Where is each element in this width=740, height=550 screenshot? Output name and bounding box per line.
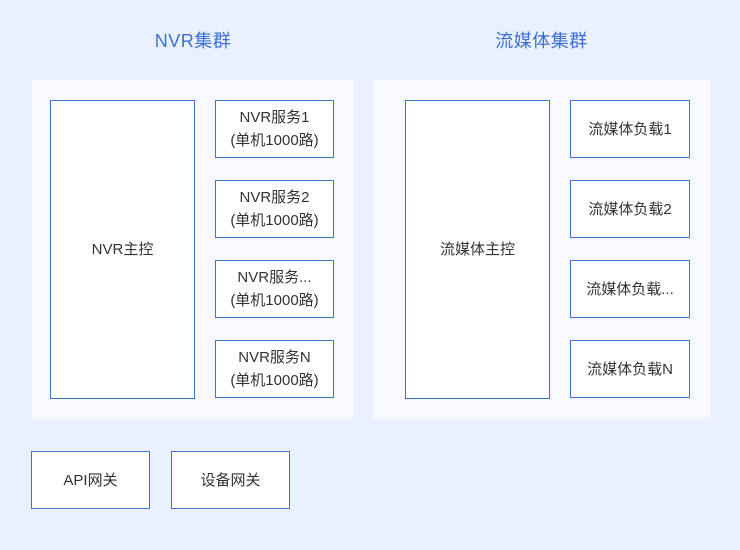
- nvr-worker-name: NVR服务1: [239, 109, 310, 126]
- media-worker-node-n: 流媒体负载N: [570, 340, 690, 398]
- nvr-cluster-title: NVR集群: [154, 31, 232, 51]
- media-worker-name: 流媒体负载...: [586, 280, 674, 298]
- nvr-worker-capacity: (单机1000路): [230, 372, 319, 389]
- media-cluster-title: 流媒体集群: [495, 31, 588, 51]
- nvr-worker-name: NVR服务...: [237, 269, 312, 286]
- media-master-node: 流媒体主控: [405, 100, 550, 399]
- device-gateway-node: 设备网关: [171, 451, 290, 509]
- nvr-worker-capacity: (单机1000路): [230, 132, 319, 149]
- nvr-worker-capacity: (单机1000路): [230, 292, 319, 309]
- nvr-master-node: NVR主控: [50, 100, 195, 399]
- nvr-worker-node-2: NVR服务2 (单机1000路): [215, 180, 334, 238]
- device-gateway-label: 设备网关: [200, 471, 261, 489]
- media-master-label: 流媒体主控: [439, 241, 515, 258]
- media-worker-name: 流媒体负载N: [587, 360, 673, 378]
- nvr-worker-name: NVR服务2: [239, 189, 310, 206]
- nvr-worker-node-ellipsis: NVR服务... (单机1000路): [215, 260, 334, 318]
- nvr-master-label: NVR主控: [91, 241, 154, 258]
- media-worker-name: 流媒体负载2: [588, 200, 672, 218]
- nvr-cluster-panel: NVR主控 NVR服务1 (单机1000路) NVR服务2 (单机1000路) …: [32, 80, 354, 419]
- nvr-worker-node-1: NVR服务1 (单机1000路): [215, 100, 334, 158]
- api-gateway-label: API网关: [63, 471, 118, 489]
- media-worker-node-1: 流媒体负载1: [570, 100, 690, 158]
- media-cluster-panel: 流媒体主控 流媒体负载1 流媒体负载2 流媒体负载... 流媒体负载N: [373, 80, 710, 419]
- nvr-worker-capacity: (单机1000路): [230, 212, 319, 229]
- media-worker-node-ellipsis: 流媒体负载...: [570, 260, 690, 318]
- nvr-worker-name: NVR服务N: [238, 349, 311, 366]
- api-gateway-node: API网关: [31, 451, 150, 509]
- media-worker-node-2: 流媒体负载2: [570, 180, 690, 238]
- nvr-worker-node-n: NVR服务N (单机1000路): [215, 340, 334, 398]
- media-worker-name: 流媒体负载1: [588, 120, 672, 138]
